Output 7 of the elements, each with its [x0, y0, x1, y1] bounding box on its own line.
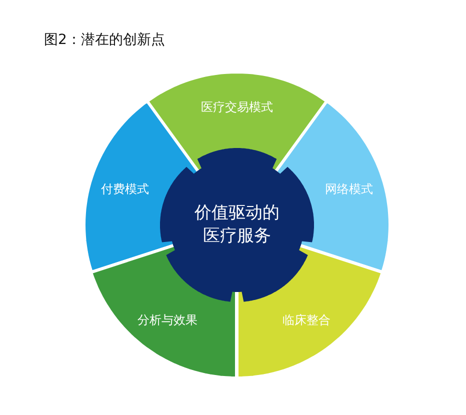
segment-label: 临床整合: [282, 312, 330, 329]
segment-label: 分析与效果: [138, 312, 198, 329]
segment-label: 付费模式: [100, 180, 149, 197]
figure-title: 图2：潜在的创新点: [44, 31, 165, 49]
segment-label: 价值驱动的医疗服务: [194, 202, 280, 248]
segment-label: 医疗交易模式: [200, 98, 273, 116]
segment-label: 网络模式: [325, 180, 374, 197]
